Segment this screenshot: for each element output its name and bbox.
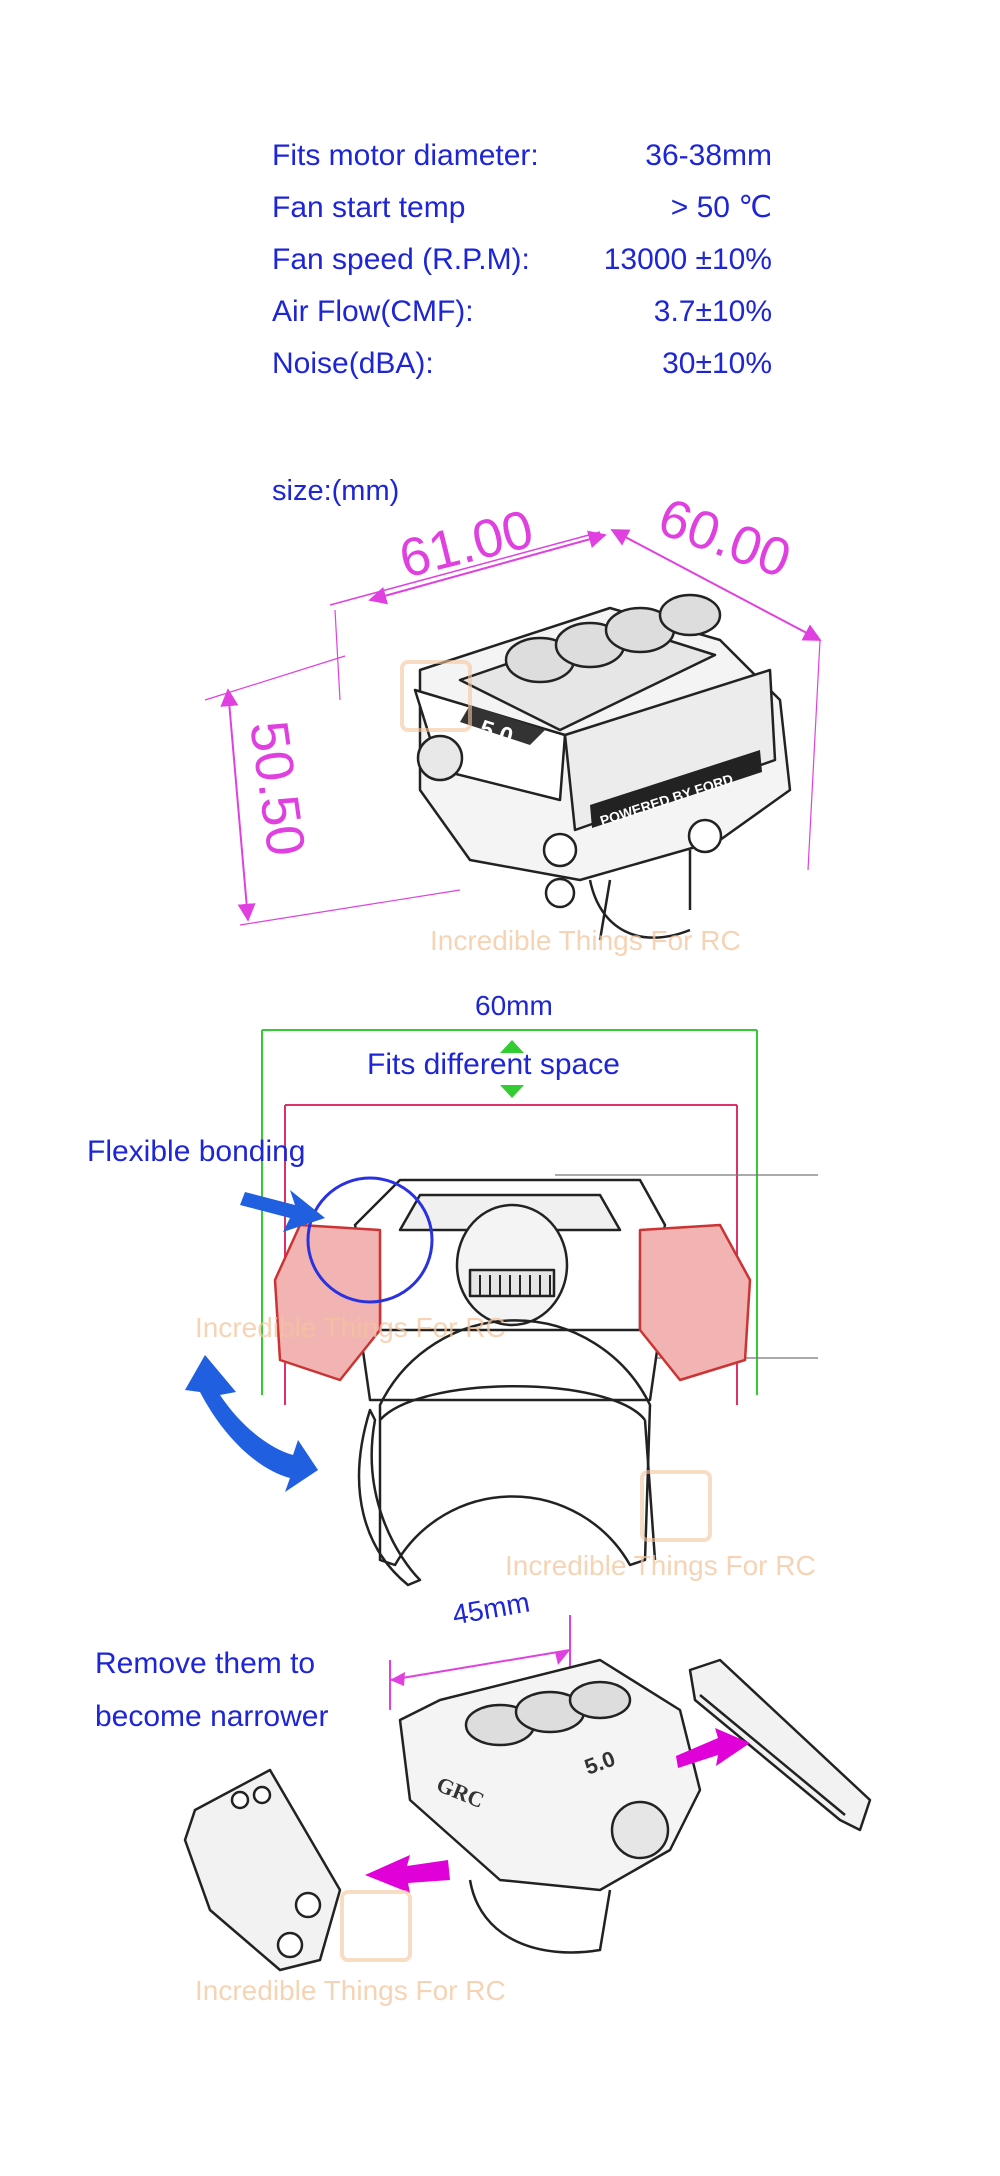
spec-label: Noise(dBA):: [272, 347, 434, 380]
engine-right-part: [688, 1658, 872, 1832]
spec-label: Fan speed (R.P.M):: [272, 243, 530, 276]
watermark-logo: [340, 1890, 412, 1962]
engine-left-part: [183, 1768, 342, 1972]
spec-row-noise: Noise(dBA): 30±10%: [272, 338, 772, 390]
fit-width-label: 60mm: [475, 990, 553, 1021]
narrow-caption-line1: Remove them to: [95, 1647, 316, 1680]
watermark: Incredible Things For RC: [195, 1975, 506, 2006]
spec-row-fan-start-temp: Fan start temp > 50 ℃: [272, 182, 772, 234]
fit-caption: Fits different space: [367, 1048, 620, 1081]
spec-label: Fits motor diameter:: [272, 139, 539, 172]
spec-value: 36-38mm: [645, 139, 772, 172]
spec-value: 13000 ±10%: [603, 243, 772, 276]
watermark: Incredible Things For RC: [430, 925, 741, 956]
spec-row-fan-speed: Fan speed (R.P.M): 13000 ±10%: [272, 234, 772, 286]
engine-front-view: [273, 1178, 752, 1587]
engine-isometric: 5.0 POWERED BY FORD: [413, 593, 792, 941]
dim-depth-label: 60.00: [651, 487, 799, 590]
spec-row-air-flow: Air Flow(CMF): 3.7±10%: [272, 286, 772, 338]
narrow-caption-line2: become narrower: [95, 1700, 329, 1733]
watermark: Incredible Things For RC: [195, 1312, 506, 1343]
watermark: Incredible Things For RC: [505, 1550, 816, 1581]
flex-arrow-icon: [240, 1190, 325, 1232]
flexible-bonding-highlight: [240, 1176, 434, 1304]
remove-arrows: [365, 1728, 750, 1893]
size-section-title: size:(mm): [272, 475, 400, 507]
spec-label: Air Flow(CMF):: [272, 295, 474, 328]
spec-row-motor-diameter: Fits motor diameter: 36-38mm: [272, 130, 772, 182]
dim-width-label: 61.00: [393, 499, 539, 590]
spec-value: 30±10%: [662, 347, 772, 380]
spec-label: Fan start temp: [272, 191, 466, 224]
flex-label: Flexible bonding: [87, 1135, 306, 1168]
arrow-right-icon: [676, 1728, 750, 1768]
watermark-logo: [640, 1470, 712, 1542]
watermark-logo: [400, 660, 472, 732]
spec-value: > 50 ℃: [670, 191, 772, 224]
spec-value: 3.7±10%: [653, 295, 772, 328]
engine-center-block: GRC 5.0: [398, 1658, 702, 1954]
rotate-arrow-icon: [185, 1355, 318, 1492]
dim-height-label: 50.50: [238, 717, 316, 859]
spec-table: Fits motor diameter: 36-38mm Fan start t…: [272, 130, 772, 390]
arrow-left-icon: [365, 1855, 450, 1893]
